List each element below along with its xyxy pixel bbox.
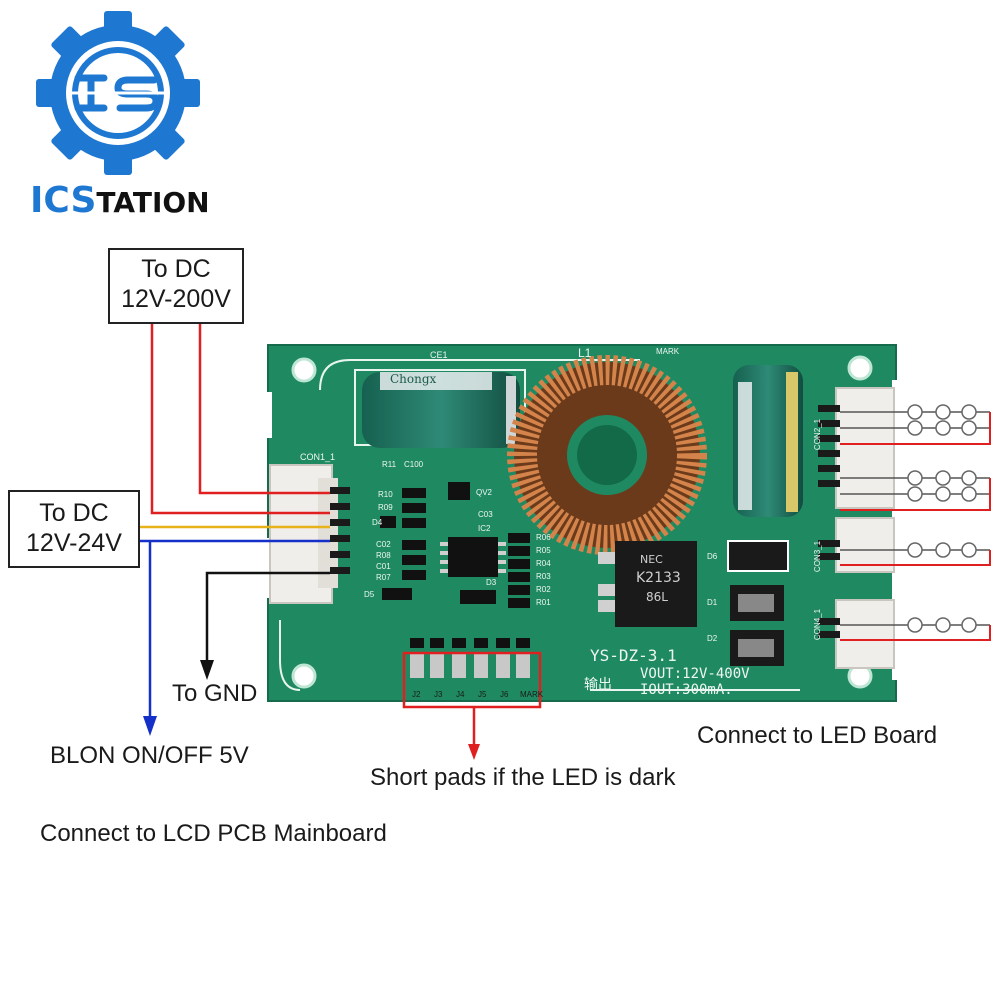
silk-ic2: IC2 [478,524,491,533]
transistor-qv2 [448,482,470,500]
pcb-output-cn: 输出 [584,677,612,693]
silk-r05: R05 [536,546,551,555]
pcb-model: YS-DZ-3.1 [590,646,677,665]
gnd-label: To GND [172,680,258,707]
silk-r01: R01 [536,598,551,607]
input-wires [138,322,476,748]
dc-high-box: To DC 12V-200V [108,248,244,324]
silk-con1: CON1_1 [300,452,336,462]
connector-con2 [818,387,895,509]
silk-j2: J3 [434,690,443,699]
silk-j5: J6 [500,690,509,699]
diodes [727,540,789,666]
silk-ce1: CE1 [430,350,448,360]
silk-con2: CON2_1 [813,418,823,451]
silk-r02: R02 [536,585,551,594]
connector-con3 [818,517,895,573]
brand-part2: TATION [96,186,210,219]
led-board-label: Connect to LED Board [697,722,938,749]
silk-qv2: QV2 [476,488,493,497]
silk-r08: R08 [376,551,391,560]
silk-r04: R04 [536,559,551,568]
cap-ce1-brand: Chongx [390,372,437,386]
silk-r11: R11 [382,460,397,469]
pcb-vout: VOUT:12V-400V [640,666,750,682]
smd-resistors [380,488,530,608]
silk-c02: C02 [376,540,391,549]
silk-d1: D1 [707,598,718,607]
silk-d4: D4 [372,518,383,527]
silk-j6: MARK [520,690,544,699]
silk-j4: J5 [478,690,487,699]
connector-con4 [818,599,895,669]
mainboard-label: Connect to LCD PCB Mainboard [40,820,387,847]
connector-con1 [269,464,350,604]
silk-mark-top: MARK [656,347,680,356]
brand-part1: ICS [30,180,97,221]
silk-r06: R06 [536,533,551,542]
silk-d6: D6 [707,552,718,561]
silk-c100: C100 [404,460,424,469]
ic-marking-1: NEC [640,553,663,566]
silk-c03: C03 [478,510,493,519]
silk-d5: D5 [364,590,375,599]
silk-l1: L1 [578,346,592,360]
brand-wordmark: ICSTATION [30,180,210,221]
silk-j3: J4 [456,690,465,699]
silk-d3: D3 [486,578,497,587]
blon-label: BLON ON/OFF 5V [50,742,249,769]
dc-low-line1: To DC [39,499,109,527]
silk-r03: R03 [536,572,551,581]
chip-ic2 [440,537,506,577]
led-strings [840,404,991,641]
silk-con4: CON4_1 [813,608,823,641]
ic-marking-3: 86L [646,590,668,604]
mosfet-k2133 [598,541,697,627]
dc-high-line2: 12V-200V [121,285,231,313]
short-pads-label: Short pads if the LED is dark [370,764,676,791]
jumper-highlight-box [402,651,542,709]
dc-high-line1: To DC [141,255,211,283]
silk-r10: R10 [378,490,393,499]
dc-low-box: To DC 12V-24V [8,490,140,568]
dc-low-line2: 12V-24V [26,529,122,557]
silk-r09: R09 [378,503,393,512]
wire-arrows [143,660,480,760]
jumper-pads [410,638,530,678]
pcb-iout: IOUT:300mA. [640,682,733,698]
inductor-l1 [507,355,707,555]
gnd-arrow-icon [200,660,214,680]
silk-con3: CON3_1 [813,540,823,573]
silk-d2: D2 [707,634,718,643]
ic-marking-2: K2133 [636,570,681,586]
capacitor-ce1 [362,372,520,448]
silk-r07: R07 [376,573,391,582]
silk-c01: C01 [376,562,391,571]
capacitor-ce2 [733,365,803,517]
blon-arrow-icon [143,716,157,736]
silk-j1: J2 [412,690,421,699]
short-pads-arrow-icon [468,744,480,760]
logo-gear-icon [36,11,200,175]
